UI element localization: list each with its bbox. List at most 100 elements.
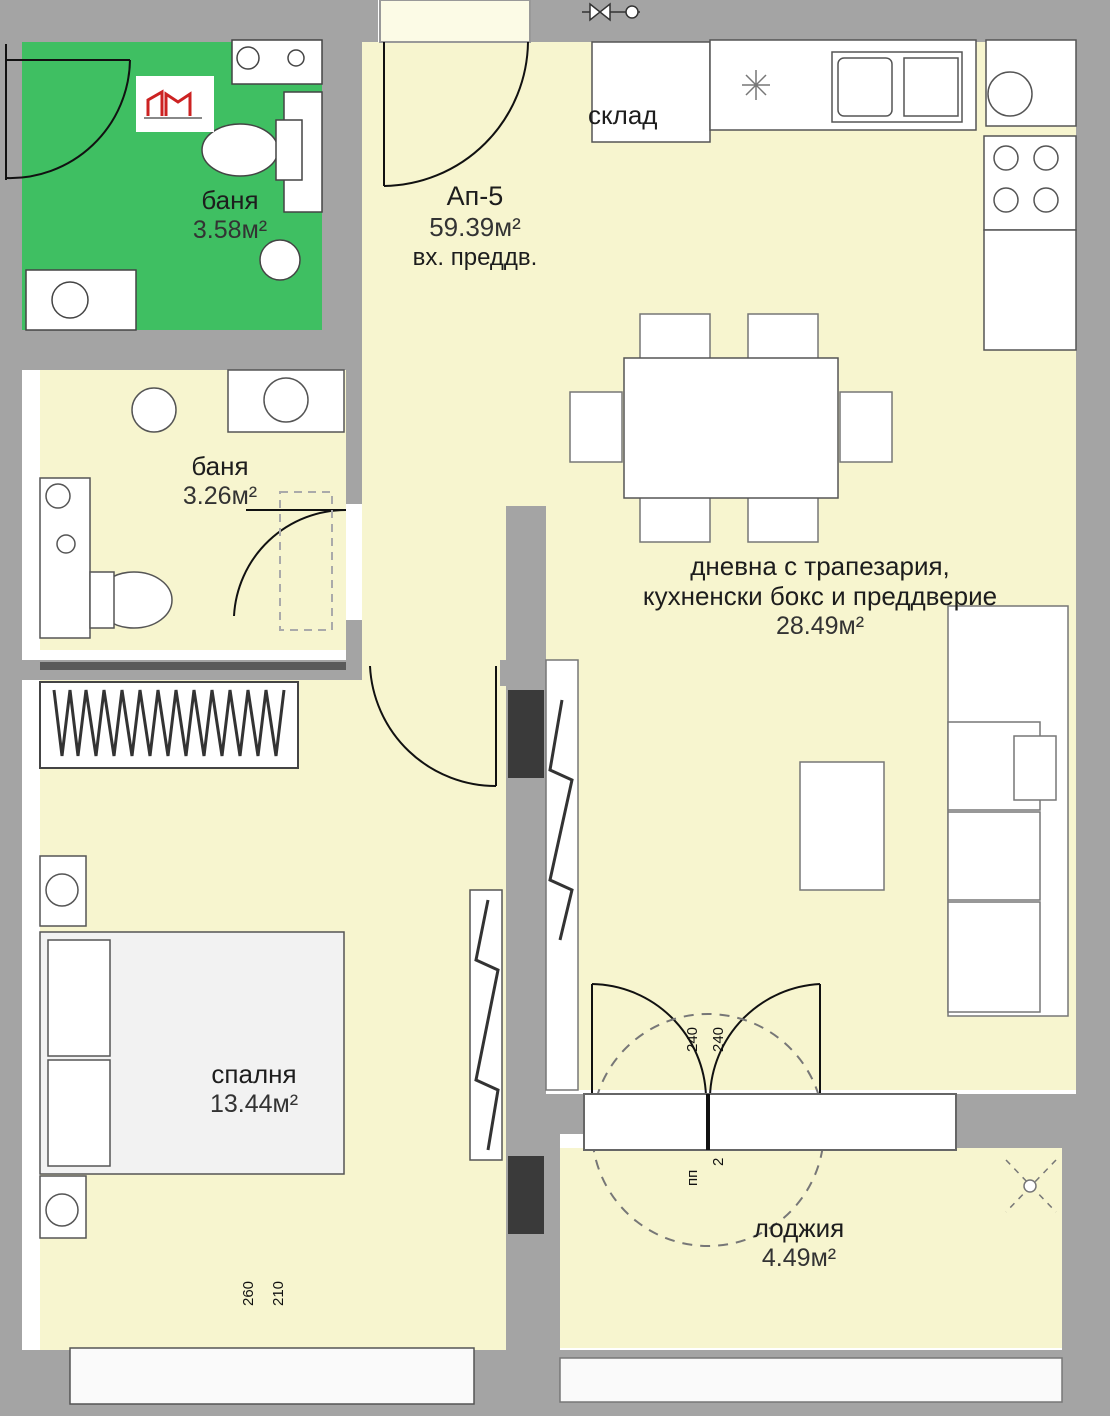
wall-bath2-right xyxy=(346,370,362,504)
loggia-railing xyxy=(559,1357,1063,1403)
logo-house-left xyxy=(146,89,164,116)
dim-door-right: 240 xyxy=(710,1026,727,1052)
sofa-cushion xyxy=(1013,735,1057,801)
bath2-washer-b xyxy=(56,534,76,554)
floors xyxy=(22,42,1080,1350)
valve-body xyxy=(589,2,611,22)
bath2-toilet-tank xyxy=(89,571,115,629)
burner-3 xyxy=(993,187,1019,213)
bath1-sink xyxy=(51,281,89,319)
bedroom-door-swing xyxy=(369,665,497,788)
loggia-light-center xyxy=(1023,1179,1037,1193)
chair-top-left xyxy=(639,313,711,361)
tv-living xyxy=(548,699,574,941)
chair-right xyxy=(839,391,893,463)
pillow-top xyxy=(47,939,111,1057)
shaft-lower xyxy=(508,1156,544,1234)
logo-house-right xyxy=(164,91,192,116)
bath1-socket-a xyxy=(236,46,260,70)
dim-window-sill: пп xyxy=(684,1169,701,1186)
burner-1 xyxy=(993,145,1019,171)
wall-loggia-right xyxy=(1062,1148,1076,1350)
bath2-door-swing xyxy=(233,508,347,617)
wall-bath1-bottom xyxy=(22,330,362,370)
brand-logo xyxy=(136,76,214,132)
dim-window-sill-value: 2 xyxy=(710,1157,727,1166)
loggia-label: лоджия 4.49м² xyxy=(734,1213,864,1273)
lamp-top xyxy=(45,873,79,907)
loggia-features xyxy=(559,1159,1063,1403)
entrance-note: вх. преддв. xyxy=(412,243,538,271)
sofa-seat-3 xyxy=(947,901,1041,1013)
apartment-label: Ап-5 59.39м² вх. преддв. xyxy=(380,180,570,272)
wardrobe xyxy=(39,681,299,769)
wall-top-left xyxy=(0,0,378,42)
floor-loggia xyxy=(560,1148,1062,1348)
bath1-label: баня 3.58м² xyxy=(170,185,290,245)
bath1-sink-counter xyxy=(25,269,137,331)
balcony-doors xyxy=(583,983,957,1247)
entrance-door xyxy=(379,0,531,187)
bath2-door xyxy=(233,491,347,631)
bedroom-door xyxy=(369,665,497,788)
living-name-line2: кухненски бокс и преддверие xyxy=(642,580,998,611)
storage-cabinet xyxy=(591,41,711,143)
wall-living-bottom-right xyxy=(956,1094,1076,1148)
bath2-name: баня xyxy=(191,451,249,481)
wall-top-right xyxy=(530,0,1110,42)
sink-bowl xyxy=(837,57,893,117)
burner-4 xyxy=(1033,187,1059,213)
dishwasher-knob xyxy=(987,71,1033,117)
dim-door-left: 240 xyxy=(684,1026,701,1052)
bath2-sink xyxy=(263,377,309,423)
tv-unit xyxy=(474,899,500,1151)
chair-bottom-right xyxy=(747,495,819,543)
wardrobe-hangers xyxy=(52,689,286,757)
bedroom-furniture xyxy=(39,855,503,1405)
bath2-divider xyxy=(40,662,346,670)
wall-left-outer xyxy=(0,0,22,1416)
living-furniture xyxy=(545,605,1069,1091)
pillow-bottom xyxy=(47,1059,111,1167)
loggia-name: лоджия xyxy=(753,1213,845,1243)
living-label: дневна с трапезария, кухненски бокс и пр… xyxy=(600,551,1040,641)
bath2-area: 3.26м² xyxy=(182,481,258,510)
apartment-name: Ап-5 xyxy=(446,181,504,211)
bath1-name: баня xyxy=(201,185,259,215)
bath2-fixtures xyxy=(39,369,345,639)
chair-bottom-left xyxy=(639,495,711,543)
sink-drainboard xyxy=(903,57,959,117)
loggia-area: 4.49м² xyxy=(761,1243,837,1272)
lamp-bottom xyxy=(45,1193,79,1227)
bedroom-name: спалня xyxy=(211,1059,297,1089)
apartment-area: 59.39м² xyxy=(429,212,521,243)
living-area: 28.49м² xyxy=(775,611,865,640)
water-valve-icon xyxy=(582,2,640,22)
bath1-door-swing xyxy=(5,59,131,180)
balcony-swing-left xyxy=(591,983,707,1097)
bath1-fixtures xyxy=(25,39,323,331)
bath2-shower-drain xyxy=(131,387,177,433)
house-logo-icon xyxy=(144,89,202,119)
bedroom-window xyxy=(69,1347,475,1405)
chair-top-right xyxy=(747,313,819,361)
bedroom-area: 13.44м² xyxy=(209,1089,299,1118)
dining-set xyxy=(569,313,893,543)
chair-left xyxy=(569,391,623,463)
living-name-line1: дневна с трапезария, xyxy=(690,551,950,581)
bath1-door xyxy=(5,44,131,180)
dim-bed-left: 260 xyxy=(240,1280,257,1306)
entrance-door-opening xyxy=(379,0,531,43)
dim-bed-right: 210 xyxy=(270,1280,287,1306)
kitchen-side-counter xyxy=(983,229,1077,351)
bedroom-label: спалня 13.44м² xyxy=(184,1059,324,1119)
bath1-toilet-tank xyxy=(275,119,303,181)
wall-loggia-left xyxy=(546,1130,560,1350)
shaft-hatching xyxy=(40,662,544,1234)
kitchen xyxy=(591,39,1077,351)
wall-right-outer xyxy=(1076,0,1110,1416)
valve-knob xyxy=(625,5,639,19)
sofa-seat-2 xyxy=(947,811,1041,901)
